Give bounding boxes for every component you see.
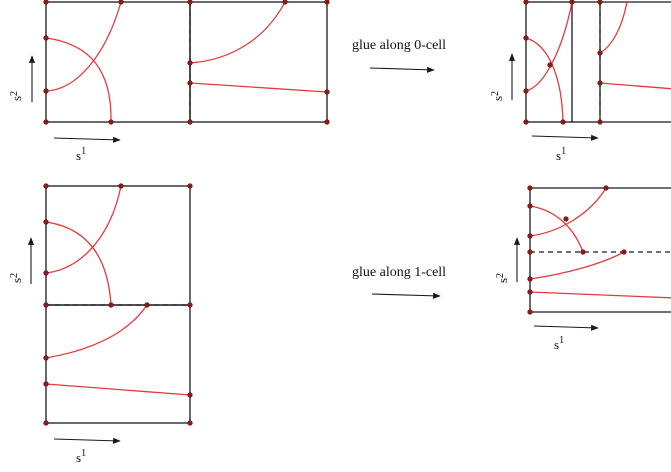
vertices (527, 185, 627, 315)
caption-glue-0-cell: glue along 0-cell (352, 38, 446, 53)
bottom-left-complex: s2 s1 (9, 183, 193, 465)
vertical-axis-label: s2 (9, 91, 24, 101)
arc-upper (525, 37, 564, 123)
horizontal-axis-label: s1 (556, 146, 566, 163)
arc-upper (529, 205, 584, 253)
arc-upper (45, 37, 112, 123)
cell-a (525, 1, 601, 123)
top-caption: glue along 0-cell (352, 38, 446, 73)
vertical-axis-label: s2 (490, 91, 505, 101)
arc-lower (525, 1, 573, 92)
vertices (43, 183, 193, 426)
cell-bottom (45, 304, 191, 424)
axes: s2 s1 (9, 237, 121, 465)
horizontal-axis-label: s1 (76, 448, 86, 465)
vertical-axis-label: s2 (9, 273, 24, 283)
arc-right (189, 1, 286, 64)
vertical-axis-label: s2 (495, 273, 510, 283)
arc-lower (45, 1, 122, 92)
vertices (523, 0, 603, 125)
vertices (43, 0, 330, 125)
top-left-complex: s2 s1 (9, 0, 330, 163)
arc-lower (45, 185, 122, 274)
horizontal-axis-label: s1 (554, 335, 564, 352)
axes: s2 s1 (490, 53, 599, 163)
arc-right (599, 1, 628, 54)
bottom-caption: glue along 1-cell (352, 265, 446, 299)
arc-lower (529, 187, 607, 237)
line-bottom (529, 291, 671, 299)
arc-upper (45, 221, 112, 306)
axes: s2 s1 (495, 237, 599, 352)
arc-bottom (529, 251, 625, 280)
caption-glue-1-cell: glue along 1-cell (352, 265, 446, 280)
line-right (189, 82, 328, 93)
cell-left (45, 1, 191, 123)
arc-bottom (45, 304, 148, 359)
cell-top (45, 185, 191, 306)
horizontal-axis-label: s1 (76, 146, 86, 163)
line-right (599, 82, 671, 90)
cell-right (189, 1, 328, 123)
line-bottom (45, 383, 191, 396)
bottom-right-complex: s2 s1 (495, 185, 671, 352)
top-right-complex: s2 s1 (490, 0, 671, 163)
axes: s2 s1 (9, 55, 121, 163)
